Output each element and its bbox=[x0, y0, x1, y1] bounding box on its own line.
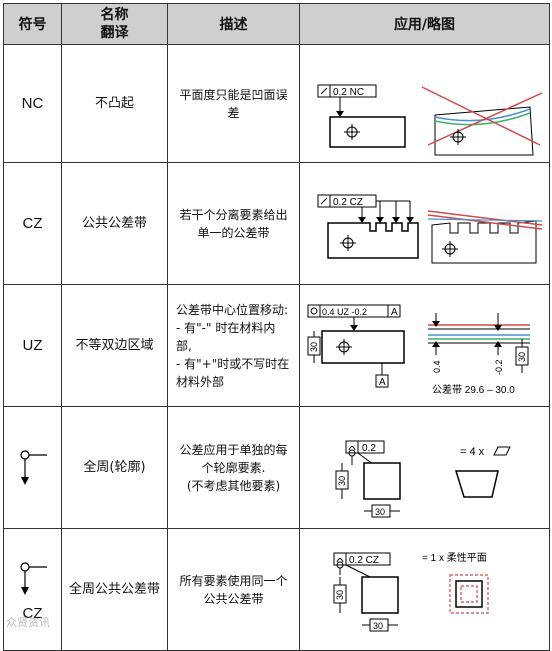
description-cell: 所有要素使用同一个公共公差带 bbox=[167, 528, 300, 651]
description-cell: 公差应用于单独的每个轮廓要素. (不考虑其他要素) bbox=[167, 406, 300, 529]
cz-sketch-drawing: 0.2 CZ bbox=[317, 194, 543, 264]
callout-text: 0.2 bbox=[362, 443, 376, 454]
feature-control-frame bbox=[329, 84, 377, 98]
datum-label: A bbox=[379, 377, 386, 388]
description-line: 公差应用于单独的每个轮廓要素. bbox=[179, 442, 288, 475]
callout-text: 0.4 UZ -0.2 bbox=[322, 307, 367, 317]
table-row-all-around: 全周(轮廓) 公差应用于单独的每个轮廓要素. (不考虑其他要素) 0.2 30 … bbox=[3, 406, 550, 529]
all-around-cz-sketch-drawing: 0.2 CZ 30 30 = 1 x 柔性平面 bbox=[333, 551, 489, 632]
name-cell: 全周公共公差带 bbox=[61, 528, 168, 651]
nc-sketch-drawing: 0.2 NC bbox=[317, 84, 543, 156]
description-line: 公差带中心位置移动: bbox=[176, 302, 289, 317]
tolerance-table: 符号 名称 翻译 描述 应用/略图 NC 不凸起 平面度只能是凹面误差 0.2 … bbox=[3, 3, 550, 651]
all-around-symbol-icon bbox=[19, 449, 47, 485]
cross-out-line bbox=[421, 86, 541, 146]
sketch-nc: 0.2 NC bbox=[299, 44, 550, 163]
callout-text: 0.2 NC bbox=[333, 87, 364, 98]
table-row-all-around-cz: CZ 全周公共公差带 所有要素使用同一个公共公差带 0.2 CZ 30 30 =… bbox=[3, 528, 550, 651]
sketch-uz: 0.4 UZ -0.2 A 30 A bbox=[299, 284, 550, 407]
table-row-nc: NC 不凸起 平面度只能是凹面误差 0.2 NC bbox=[3, 44, 550, 163]
description-line: - 有"-" 时在材料内部, bbox=[176, 320, 276, 353]
dimension-label: 30 bbox=[375, 507, 385, 517]
all-around-symbol-icon bbox=[19, 562, 47, 595]
symbol-cell bbox=[3, 406, 62, 529]
name-cell: 不等双边区域 bbox=[61, 284, 168, 407]
dimension-label: 30 bbox=[309, 342, 319, 352]
watermark: 众贤资讯 bbox=[6, 616, 50, 629]
zone-part bbox=[455, 580, 483, 608]
tolerance-zone-label: 公差带 29.6 – 30.0 bbox=[432, 383, 515, 396]
cross-out-line bbox=[427, 92, 543, 146]
dimension-label: 30 bbox=[337, 476, 347, 486]
equation-label: = 4 x bbox=[460, 446, 485, 458]
dimension-label: 30 bbox=[373, 621, 383, 631]
sketch-cz: 0.2 CZ bbox=[299, 162, 550, 285]
symbol-text: CZ bbox=[22, 605, 43, 622]
uz-sketch-drawing: 0.4 UZ -0.2 A 30 A bbox=[307, 304, 530, 396]
part-block bbox=[329, 116, 406, 148]
description-cell: 公差带中心位置移动: - 有"-" 时在材料内部, - 有"+"时或不写时在材料… bbox=[167, 284, 300, 407]
callout-text: 0.2 CZ bbox=[349, 555, 379, 566]
sketch-all-around-cz: 0.2 CZ 30 30 = 1 x 柔性平面 bbox=[299, 528, 550, 651]
name-cell: 公共公差带 bbox=[61, 162, 168, 285]
sketch-all-around: 0.2 30 30 = 4 x bbox=[299, 406, 550, 529]
symbol-cell: CZ bbox=[3, 528, 62, 651]
description-cell: 平面度只能是凹面误差 bbox=[167, 44, 300, 163]
symbol-cell: NC bbox=[3, 44, 62, 163]
offset-label: 0.4 bbox=[432, 360, 442, 373]
table-row-uz: UZ 不等双边区域 公差带中心位置移动: - 有"-" 时在材料内部, - 有"… bbox=[3, 284, 550, 407]
description-cell: 若干个分离要素给出单一的公差带 bbox=[167, 162, 300, 285]
table-row-cz: CZ 公共公差带 若干个分离要素给出单一的公差带 0.2 CZ bbox=[3, 162, 550, 285]
feature-control-frame bbox=[345, 552, 391, 566]
header-name-line1: 名称 bbox=[100, 7, 129, 23]
offset-label: -0.2 bbox=[494, 359, 504, 375]
header-description: 描述 bbox=[167, 3, 300, 45]
symbol-cell: CZ bbox=[3, 162, 62, 285]
feature-control-frame bbox=[357, 440, 385, 454]
callout-text: 0.2 CZ bbox=[333, 197, 363, 208]
name-cell: 全周(轮廓) bbox=[61, 406, 168, 529]
dimension-label: 30 bbox=[517, 352, 527, 362]
header-name-line2: 翻译 bbox=[100, 25, 129, 41]
zone-inner bbox=[460, 585, 478, 603]
header-application: 应用/略图 bbox=[299, 3, 550, 45]
dimension-label: 30 bbox=[335, 590, 345, 600]
description-line: - 有"+"时或不写时在材料外部 bbox=[176, 356, 290, 389]
all-around-sketch-drawing: 0.2 30 30 = 4 x bbox=[335, 440, 511, 518]
concave-part bbox=[434, 106, 534, 156]
parallelogram-icon bbox=[493, 446, 511, 456]
equation-label: = 1 x 柔性平面 bbox=[422, 551, 487, 564]
part-block bbox=[321, 330, 405, 364]
header-name: 名称 翻译 bbox=[61, 3, 168, 45]
slotted-part bbox=[327, 222, 419, 259]
trapezoid-part bbox=[454, 470, 499, 498]
profile-symbol-icon bbox=[307, 304, 321, 318]
zone-outer bbox=[449, 574, 489, 614]
name-cell: 不凸起 bbox=[61, 44, 168, 163]
datum-label: A bbox=[391, 307, 398, 318]
square-part bbox=[363, 462, 401, 500]
description-line: (不考虑其他要素) bbox=[186, 478, 281, 493]
slotted-part-zone bbox=[431, 220, 537, 264]
header-row: 符号 名称 翻译 描述 应用/略图 bbox=[3, 3, 550, 45]
header-symbol: 符号 bbox=[3, 3, 62, 45]
square-part bbox=[361, 576, 399, 614]
symbol-cell: UZ bbox=[3, 284, 62, 407]
